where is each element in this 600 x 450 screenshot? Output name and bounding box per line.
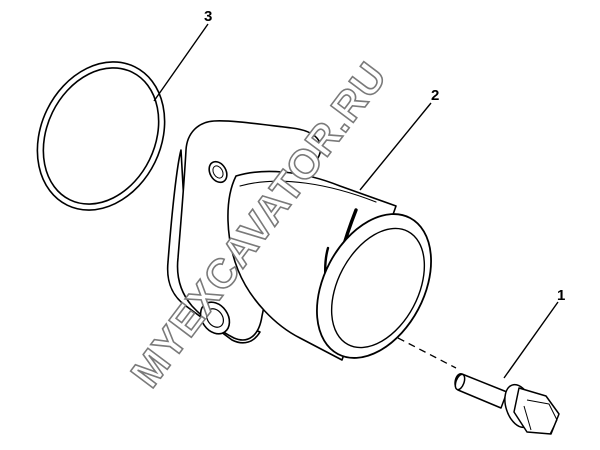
bolt-hex-head [513, 387, 560, 435]
leader-lines [153, 23, 559, 379]
callout-2: 2 [431, 87, 439, 104]
leader-line-1 [503, 301, 559, 379]
flange-bolt [454, 373, 560, 435]
callout-1: 1 [557, 287, 565, 304]
leader-line-2 [359, 102, 432, 191]
callout-3: 3 [204, 8, 212, 25]
bolt-alignment-line [397, 337, 457, 369]
o-ring-seal [36, 61, 166, 211]
leader-line-3 [153, 23, 209, 102]
thermostat-housing [166, 120, 432, 361]
